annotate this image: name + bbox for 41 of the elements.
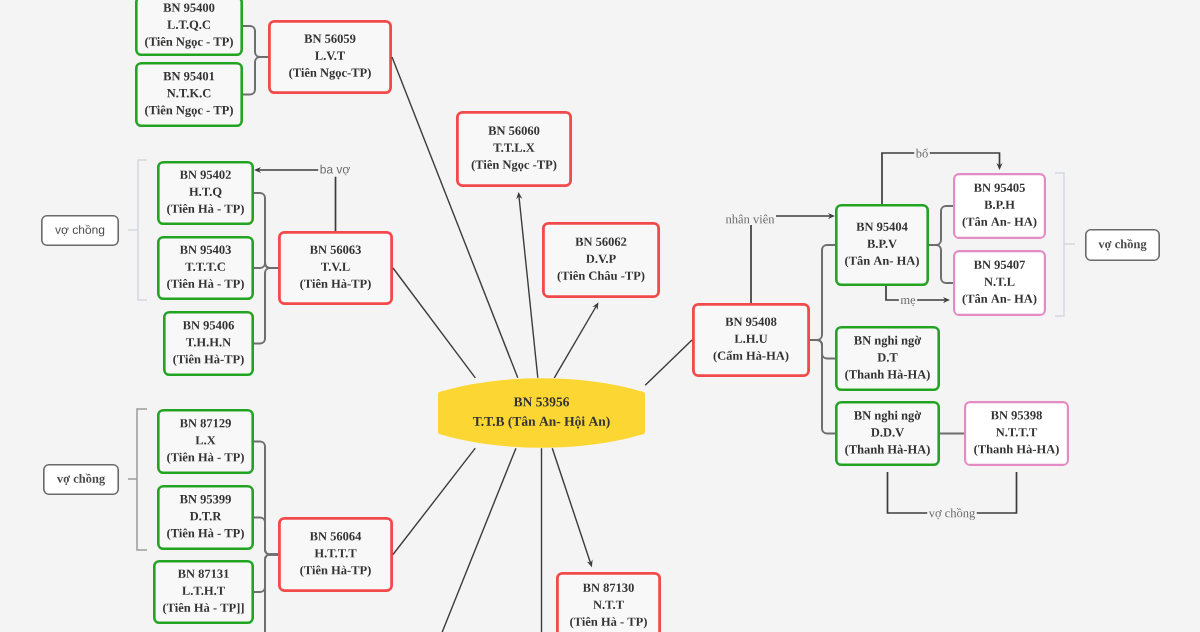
connector xyxy=(391,56,519,379)
case-box: BN 95398 N.T.T.T (Thanh Hà-HA) xyxy=(964,401,1069,466)
case-box: BN 95404 B.P.V (Tân An- HA) xyxy=(835,204,929,286)
case-box: BN 95405 B.P.H (Tân An- HA) xyxy=(953,173,1046,239)
case-box: BN nghi ngờ D.T (Thanh Hà-HA) xyxy=(835,326,940,391)
connector xyxy=(928,244,954,284)
group-label-box: vợ chồng xyxy=(43,464,119,495)
case-box: BN 56064 H.T.T.T (Tiên Hà-TP) xyxy=(278,517,393,592)
edge-label: mẹ xyxy=(898,296,918,308)
case-box: BN 87130 N.T.T (Tiên Hà - TP) xyxy=(556,572,661,632)
case-box: BN 56059 L.V.T (Tiên Ngọc-TP) xyxy=(268,20,392,94)
case-box: BN 95399 D.T.R (Tiên Hà - TP) xyxy=(157,485,254,550)
connector xyxy=(809,339,836,435)
arrow xyxy=(516,192,539,379)
case-box: BN 56062 D.V.P (Tiên Châu -TP) xyxy=(542,222,660,298)
edge-label: ba vợ xyxy=(318,163,352,177)
connector xyxy=(939,432,965,435)
edge-label: nhân viên xyxy=(724,213,776,225)
case-box: BN 95402 H.T.Q (Tiên Hà - TP) xyxy=(157,161,254,225)
case-box: BN 95400 L.T.Q.C (Tiên Ngọc - TP) xyxy=(135,0,243,56)
case-box: BN 95407 N.T.L (Tân An- HA) xyxy=(953,250,1046,316)
connector xyxy=(264,553,279,632)
case-box: BN 56063 T.V.L (Tiên Hà-TP) xyxy=(278,231,393,305)
connector xyxy=(644,339,693,386)
case-box: BN 95403 T.T.T.C (Tiên Hà - TP) xyxy=(157,236,254,300)
arrow xyxy=(881,152,1003,205)
connector xyxy=(392,447,476,556)
case-box: BN nghi ngờ D.D.V (Thanh Hà-HA) xyxy=(835,401,940,466)
case-box: BN 56060 T.T.L.X (Tiên Ngọc -TP) xyxy=(456,111,572,187)
connector xyxy=(253,267,279,345)
case-box: BN 95401 N.T.K.C (Tiên Ngọc - TP) xyxy=(135,62,243,127)
case-box: BN 95408 L.H.U (Cẩm Hà-HA) xyxy=(692,303,810,377)
group-label-box: vợ chồng xyxy=(41,215,119,246)
connector xyxy=(392,267,476,379)
case-box: BN 87131 L.T.H.T (Tiên Hà - TP]] xyxy=(153,560,254,624)
index-case-box: BN 53956 T.T.B (Tân An- Hội An) xyxy=(438,378,645,448)
connector xyxy=(242,56,269,96)
group-label-box: vợ chồng xyxy=(1085,229,1160,261)
case-box: BN 87129 L.X (Tiên Hà - TP) xyxy=(157,409,254,474)
case-box: BN 95406 T.H.H.N (Tiên Hà-TP) xyxy=(163,311,254,376)
connector xyxy=(540,447,543,632)
